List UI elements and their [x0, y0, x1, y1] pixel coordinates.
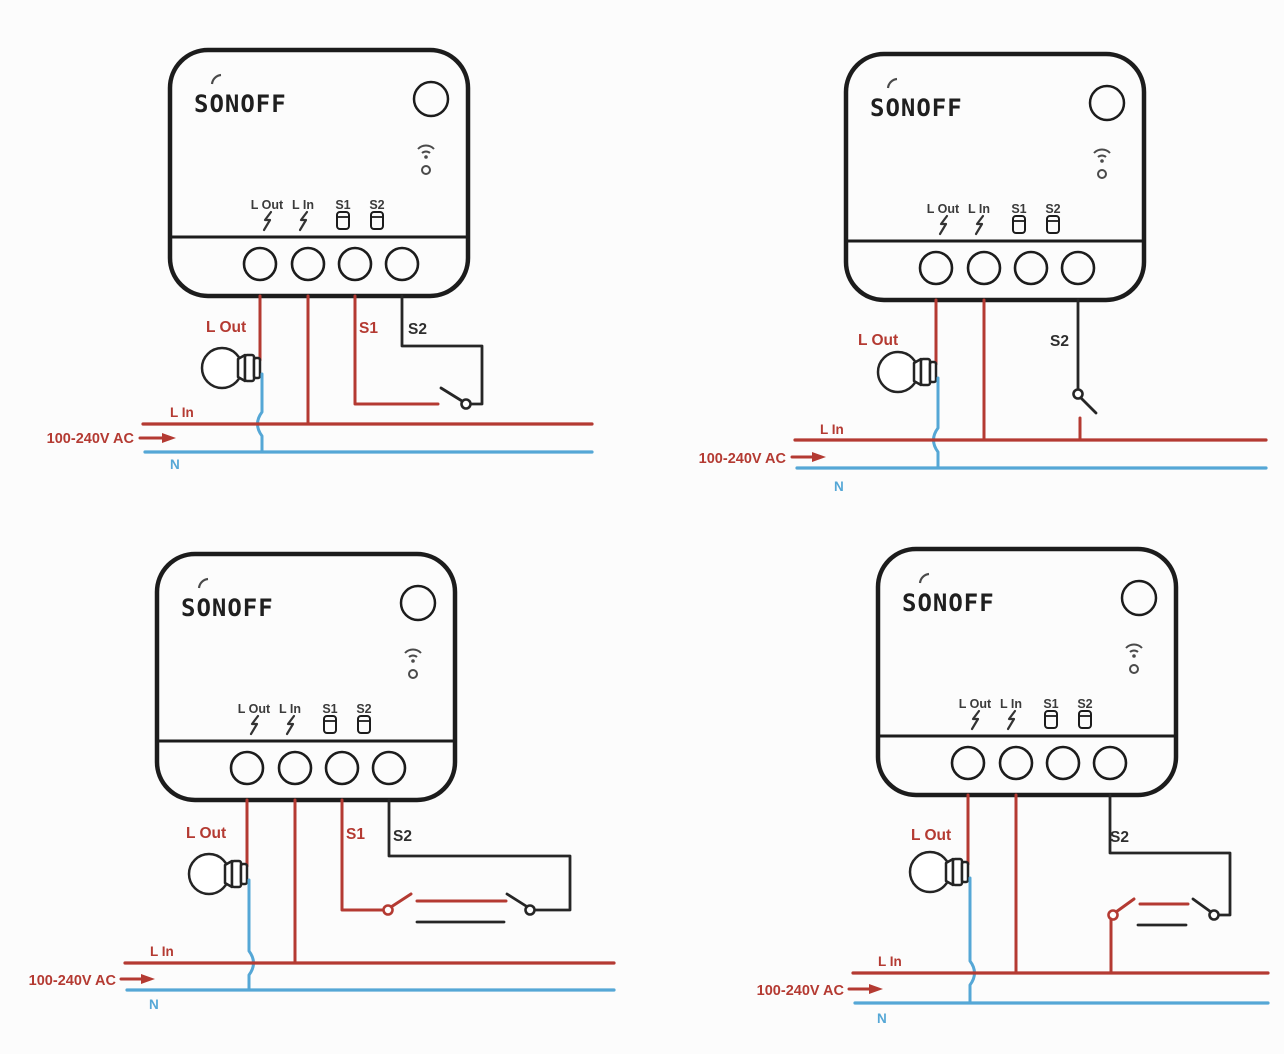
- label-neutral: N: [834, 479, 844, 494]
- terminal-label-l-out: L Out: [251, 198, 284, 212]
- wire-s2: [1108, 793, 1232, 917]
- switch-pivot: [460, 398, 472, 410]
- panel-3-two-way-switch-s1-s2: SONOFF L Out L In S1 S2 L Out S1 S2 L In…: [29, 554, 616, 1012]
- label-l-out: L Out: [186, 825, 226, 842]
- bulb: [876, 350, 938, 394]
- label-l-in: L In: [170, 405, 194, 420]
- terminal-label-s1: S1: [1011, 202, 1026, 216]
- wire-s2: [387, 798, 572, 912]
- switch-pivot-left: [382, 904, 394, 916]
- label-supply: 100-240V AC: [29, 973, 117, 989]
- label-l-out: L Out: [911, 827, 951, 844]
- wire-bulb-neutral: [247, 878, 255, 992]
- switch-lever-left: [389, 892, 413, 909]
- terminal-label-l-in: L In: [1000, 697, 1022, 711]
- wire-bulb-neutral: [932, 376, 940, 470]
- label-s1: S1: [346, 826, 365, 843]
- switch-lever: [439, 386, 464, 403]
- terminal-label-s2: S2: [1045, 202, 1060, 216]
- supply-arrow-head: [869, 984, 883, 994]
- label-s2: S2: [1050, 333, 1069, 350]
- terminal-label-s2: S2: [1077, 697, 1092, 711]
- label-supply: 100-240V AC: [699, 451, 787, 467]
- switch-lever-right: [1191, 897, 1213, 914]
- wire-bulb-neutral: [968, 876, 976, 1005]
- label-l-in: L In: [820, 422, 844, 437]
- label-s2: S2: [1110, 829, 1129, 846]
- terminal-label-s2: S2: [369, 198, 384, 212]
- panel-4-two-way-switch-live-s2: SONOFF L Out L In S1 S2 L Out S2 L In 10…: [757, 549, 1270, 1026]
- brand-logo: SONOFF: [902, 589, 995, 617]
- device-body: [170, 50, 468, 296]
- label-neutral: N: [170, 457, 180, 472]
- label-l-in: L In: [878, 954, 902, 969]
- bulb: [187, 852, 249, 896]
- label-supply: 100-240V AC: [47, 431, 135, 447]
- label-l-in: L In: [150, 944, 174, 959]
- label-s2: S2: [408, 321, 427, 338]
- wire-s1: [340, 798, 385, 912]
- label-s2: S2: [393, 828, 412, 845]
- terminal-label-l-out: L Out: [959, 697, 992, 711]
- terminal-label-s1: S1: [322, 702, 337, 716]
- switch-pivot-left: [1107, 909, 1119, 921]
- switch-lever-right: [505, 892, 528, 908]
- terminal-label-l-in: L In: [292, 198, 314, 212]
- brand-logo: SONOFF: [870, 94, 963, 122]
- brand-logo: SONOFF: [194, 90, 287, 118]
- switch-pivot: [1072, 388, 1084, 400]
- bulb: [200, 346, 262, 390]
- terminal-label-l-in: L In: [279, 702, 301, 716]
- terminal-label-l-out: L Out: [238, 702, 271, 716]
- switch-pivot-right: [524, 904, 536, 916]
- device-body: [846, 54, 1144, 300]
- switch-lever: [1079, 396, 1098, 415]
- label-neutral: N: [149, 997, 159, 1012]
- brand-logo: SONOFF: [181, 594, 274, 622]
- supply-arrow-head: [141, 974, 155, 984]
- panel-2-single-switch-s2-live: SONOFF L Out L In S1 S2 L Out S2 L In 10…: [699, 54, 1268, 494]
- wire-s2: [400, 294, 484, 406]
- label-s1: S1: [359, 320, 378, 337]
- wire-s1: [353, 294, 440, 406]
- label-neutral: N: [877, 1011, 887, 1026]
- terminal-label-s2: S2: [356, 702, 371, 716]
- label-l-out: L Out: [206, 319, 246, 336]
- panel-1-single-switch-s1-s2: SONOFF L Out L In S1 S2 L Out S1 S2 L In…: [47, 50, 594, 472]
- terminal-label-s1: S1: [335, 198, 350, 212]
- label-l-out: L Out: [858, 332, 898, 349]
- device-body: [157, 554, 455, 800]
- wire-bulb-neutral: [256, 372, 264, 454]
- switch-lever-left: [1114, 897, 1136, 914]
- device-body: [878, 549, 1176, 795]
- terminal-label-l-out: L Out: [927, 202, 960, 216]
- supply-arrow-head: [812, 452, 826, 462]
- terminal-label-s1: S1: [1043, 697, 1058, 711]
- supply-arrow-head: [162, 433, 176, 443]
- label-supply: 100-240V AC: [757, 983, 845, 999]
- switch-pivot-right: [1208, 909, 1220, 921]
- bulb: [908, 850, 970, 894]
- terminal-label-l-in: L In: [968, 202, 990, 216]
